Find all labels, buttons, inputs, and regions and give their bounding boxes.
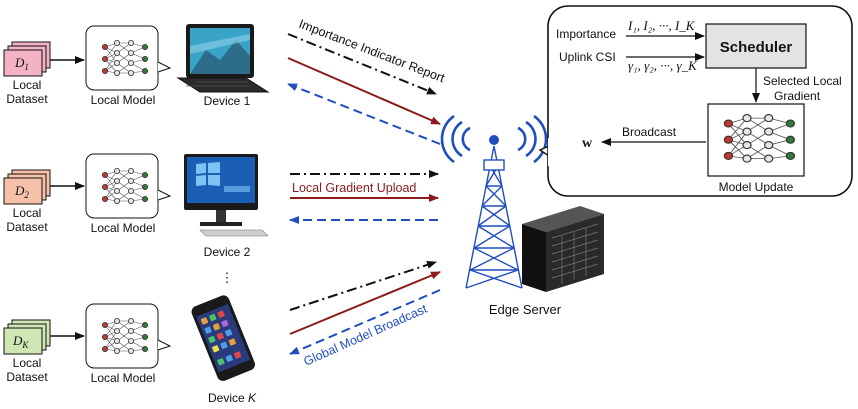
local-model-caption: Local Model — [91, 93, 156, 107]
selected-gradient-label: Selected Local — [763, 74, 842, 88]
local-dataset-1: D1 — [3, 41, 51, 77]
scheduler-box — [705, 23, 807, 69]
desktop-monitor-icon — [184, 154, 269, 237]
importance-report-label: Importance Indicator Report — [297, 17, 447, 86]
global-model-symbol: w — [582, 136, 593, 151]
dataset-caption: Local — [13, 78, 42, 92]
local-model-1 — [85, 25, 172, 91]
device-caption: Device 1 — [204, 94, 251, 108]
csi-values: γ₁, γ₂, ···, γ_K — [628, 58, 698, 73]
model-update-label: Model Update — [719, 180, 794, 194]
local-model-k — [85, 303, 172, 369]
dataset-caption: Dataset — [6, 220, 48, 234]
device-caption: Device K — [208, 391, 257, 405]
gradient-upload-arrow-1 — [287, 57, 441, 125]
radio-tower-icon — [440, 114, 548, 289]
local-model-caption: Local Model — [91, 221, 156, 235]
gradient-upload-arrow-k — [289, 271, 441, 335]
links-device-1: Importance Indicator Report — [287, 17, 447, 145]
local-dataset-k: DK — [3, 319, 51, 355]
selected-gradient-label: Gradient — [774, 89, 821, 103]
dataset-caption: Dataset — [6, 370, 48, 384]
importance-values: I₁, I₂, ···, I_K — [627, 18, 696, 33]
edge-server-caption: Edge Server — [489, 302, 562, 317]
importance-report-arrow-k — [289, 261, 437, 311]
links-device-k: Global Model Broadcast — [289, 261, 441, 369]
server-processing-panel: Importance I₁, I₂, ···, I_K Uplink CSI γ… — [547, 5, 853, 197]
dataset-symbol: D1 — [14, 55, 29, 72]
importance-report-arrow — [287, 33, 437, 95]
tablet-icon — [176, 24, 270, 93]
device-row-2: D2 Local Dataset Local Model Device 2 — [3, 153, 269, 259]
dataset-caption: Local — [13, 206, 42, 220]
links-device-2: Local Gradient Upload — [289, 170, 439, 224]
ellipsis: ⋮ — [221, 270, 234, 285]
smartphone-icon — [191, 295, 255, 381]
gradient-upload-label: Local Gradient Upload — [292, 181, 416, 195]
device-row-k: DK Local Dataset Local Model Device K — [3, 295, 257, 405]
local-model-caption: Local Model — [91, 371, 156, 385]
device-caption: Device 2 — [204, 245, 251, 259]
dataset-symbol: D2 — [14, 183, 29, 200]
local-model-2 — [85, 153, 172, 219]
server-rack-icon — [522, 206, 604, 292]
device-row-1: D1 Local Dataset Local Model Device 1 — [3, 24, 270, 108]
dataset-caption: Local — [13, 356, 42, 370]
uplink-csi-label: Uplink CSI — [559, 50, 616, 64]
broadcast-label: Broadcast — [622, 125, 677, 139]
dataset-caption: Dataset — [6, 92, 48, 106]
scheduler-label: Scheduler — [720, 39, 793, 56]
local-dataset-2: D2 — [3, 169, 51, 205]
broadcast-arrow-k — [289, 289, 441, 355]
dataset-symbol: DK — [12, 333, 29, 350]
importance-label: Importance — [556, 27, 616, 41]
model-broadcast-label: Global Model Broadcast — [302, 301, 430, 368]
